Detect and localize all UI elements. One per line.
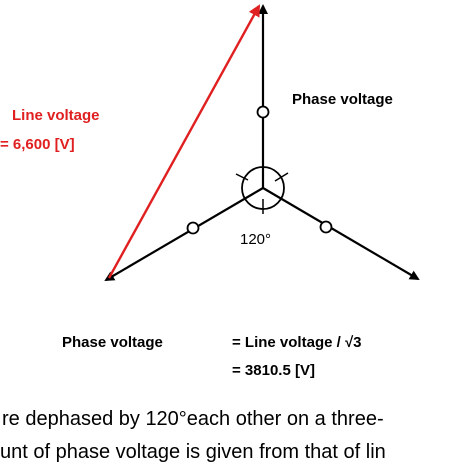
formula-line-1: = Line voltage / √3	[232, 334, 362, 351]
phase-voltage-bottom-label: Phase voltage	[62, 334, 163, 351]
angle-label: 120°	[240, 231, 271, 248]
phase-vector-lower-left	[104, 187, 264, 282]
angle-tick-1	[235, 173, 249, 181]
phase-vector-lower-right	[262, 187, 420, 281]
phase-vector-left-marker	[186, 221, 200, 235]
phase-voltage-top-label: Phase voltage	[292, 91, 393, 108]
formula-line-2: = 3810.5 [V]	[232, 362, 315, 379]
phase-vector-right-marker	[319, 220, 333, 234]
caption-line-2: unt of phase voltage is given from that …	[0, 441, 386, 463]
caption-line-1: re dephased by 120°each other on a three…	[2, 408, 384, 430]
phase-vector-up-marker	[256, 105, 270, 119]
line-voltage-label: Line voltage	[12, 107, 100, 124]
line-voltage-value: = 6,600 [V]	[0, 136, 75, 153]
line-voltage-vector	[107, 4, 261, 279]
angle-tick-3	[274, 172, 289, 182]
